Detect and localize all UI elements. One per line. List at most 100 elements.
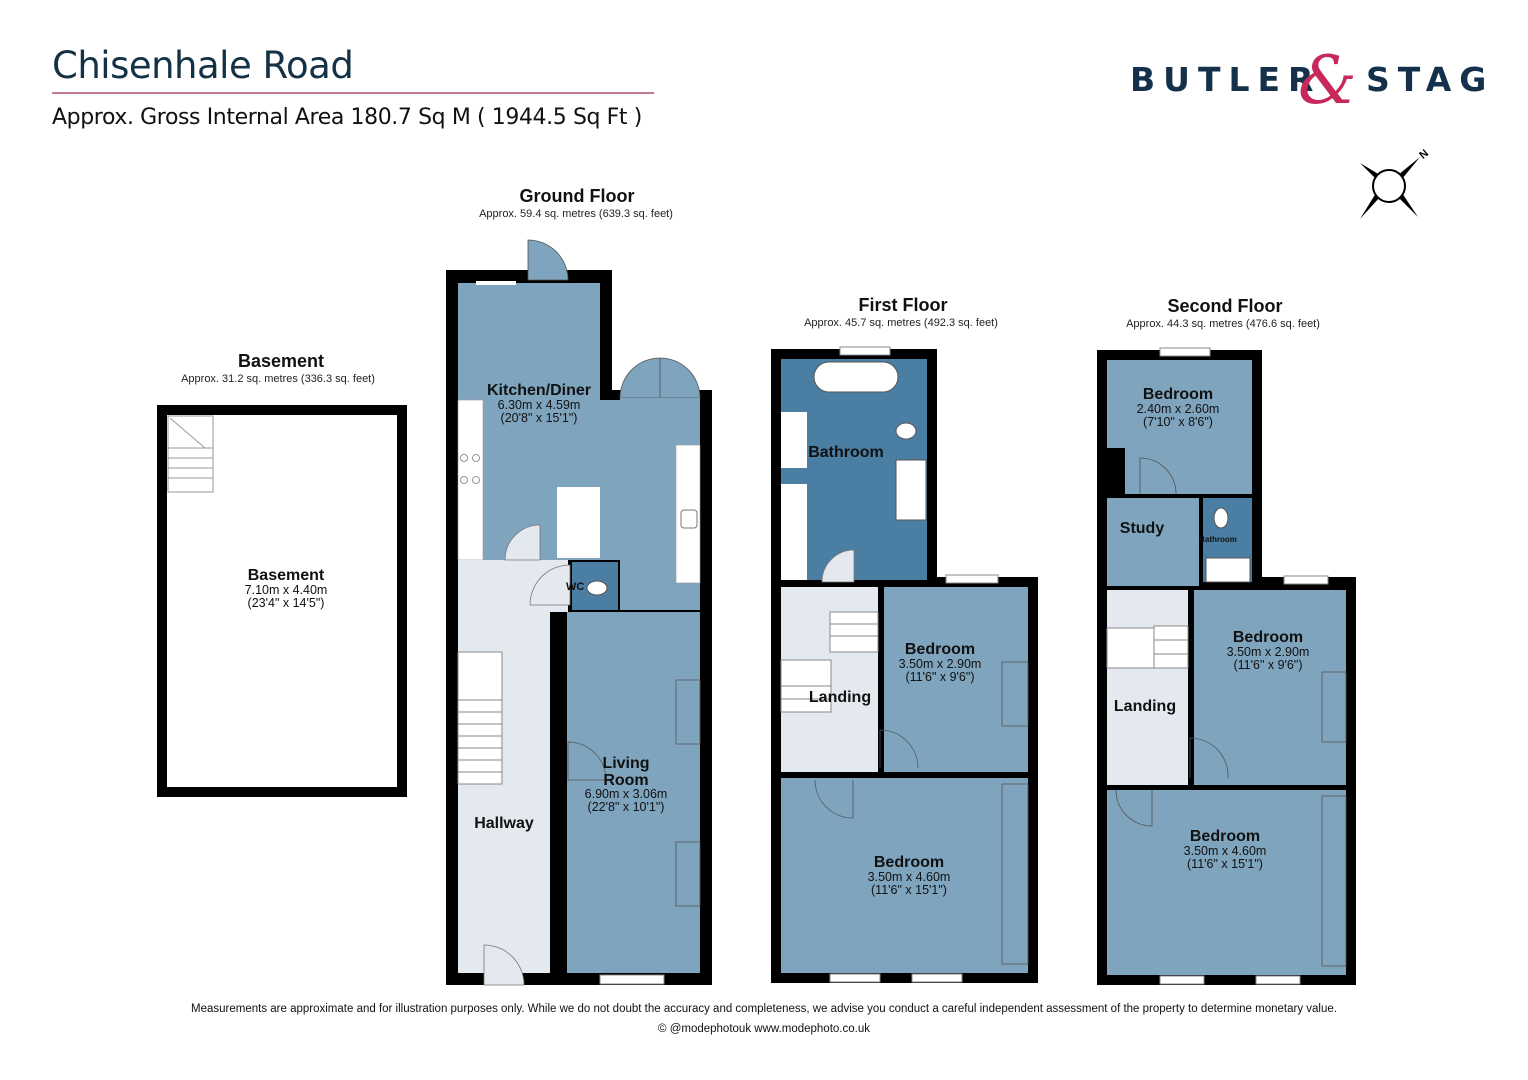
second-bedroom-small-metric: 2.40m x 2.60m xyxy=(1137,402,1220,416)
shower-icon xyxy=(1205,557,1251,583)
disclaimer: Measurements are approximate and for ill… xyxy=(191,1003,1337,1015)
second-bedroom-rear-metric: 3.50m x 4.60m xyxy=(1184,844,1267,858)
toilet-icon xyxy=(895,422,917,440)
door-icon xyxy=(1189,737,1229,779)
stairs-icon xyxy=(780,611,879,713)
room-second-bedroom-front xyxy=(1194,590,1346,785)
window-icon xyxy=(911,973,963,983)
living-name: Living xyxy=(602,755,649,772)
first-bedroom-front-name: Bedroom xyxy=(905,641,975,658)
door-icon xyxy=(504,524,541,561)
second-bathroom-name: Bathroom xyxy=(1199,535,1237,544)
photo-credit: © @modephotouk www.modephoto.co.uk xyxy=(658,1023,870,1035)
north-compass-icon: N xyxy=(1360,147,1431,219)
back-door-icon xyxy=(527,239,569,281)
first-floor-area: Approx. 45.7 sq. metres (492.3 sq. feet) xyxy=(804,317,998,329)
wc-name: WC xyxy=(566,581,584,593)
window-icon xyxy=(1159,347,1211,357)
first-bedroom-rear-imperial: (11'6" x 15'1") xyxy=(871,883,947,897)
second-bedroom-small-imperial: (7'10" x 8'6") xyxy=(1143,415,1213,429)
vanity-unit xyxy=(781,412,807,468)
window-icon xyxy=(1255,975,1301,985)
french-doors-icon xyxy=(619,357,701,399)
second-bedroom-rear-name: Bedroom xyxy=(1190,828,1260,845)
wardrobe xyxy=(1001,661,1029,727)
room-second-bedroom-rear xyxy=(1107,790,1346,975)
second-bedroom-front-imperial: (11'6" x 9'6") xyxy=(1233,658,1302,672)
toilet-icon xyxy=(586,580,608,596)
first-floor-title: First Floor xyxy=(858,295,948,315)
first-bedroom-rear-metric: 3.50m x 4.60m xyxy=(868,870,951,884)
front-door-icon xyxy=(483,944,525,986)
bathtub-icon xyxy=(813,361,899,393)
ground-floor-title: Ground Floor xyxy=(519,186,635,206)
kitchen-island xyxy=(557,487,600,558)
logo-butler: BUTLER xyxy=(1130,60,1322,99)
room-study xyxy=(1107,498,1199,586)
first-bedroom-front-metric: 3.50m x 2.90m xyxy=(899,657,982,671)
logo-ampersand: & xyxy=(1298,42,1357,119)
door-icon xyxy=(1139,457,1177,495)
second-floor-title: Second Floor xyxy=(1167,296,1283,316)
window-icon xyxy=(839,346,891,356)
living-metric: 6.90m x 3.06m xyxy=(585,787,668,801)
property-title: Chisenhale Road xyxy=(52,44,354,87)
hob-icon xyxy=(460,454,480,484)
floor-plan: Basement 7.10m x 4.40m (23'4" x 14'5") xyxy=(157,239,1356,986)
second-bedroom-rear-imperial: (11'6" x 15'1") xyxy=(1187,857,1263,871)
second-bedroom-small-name: Bedroom xyxy=(1143,386,1213,403)
first-landing-name: Landing xyxy=(809,689,871,706)
second-floor-plan: Bedroom 2.40m x 2.60m (7'10" x 8'6") Stu… xyxy=(1097,347,1356,985)
door-icon xyxy=(814,779,854,819)
room-second-landing xyxy=(1107,590,1188,785)
room-first-bedroom-front xyxy=(884,587,1028,772)
second-floor-area: Approx. 44.3 sq. metres (476.6 sq. feet) xyxy=(1126,318,1320,330)
window-icon xyxy=(1159,975,1205,985)
window-icon xyxy=(829,973,881,983)
logo-stag: STAG xyxy=(1366,60,1495,99)
second-bedroom-front-name: Bedroom xyxy=(1233,629,1303,646)
study-name: Study xyxy=(1120,520,1165,537)
wardrobe xyxy=(1321,671,1347,743)
basement-room-name: Basement xyxy=(248,567,325,584)
kitchen-imperial: (20'8" x 15'1") xyxy=(501,411,578,425)
basement-room-imperial: (23'4" x 14'5") xyxy=(248,596,325,610)
stairs-icon xyxy=(457,651,503,785)
first-floor-plan: Bathroom Landing Bedroom 3.50m x 2.90m (… xyxy=(771,346,1038,983)
kitchen-sink-counter xyxy=(675,444,701,584)
sink-icon xyxy=(680,509,698,529)
door-icon xyxy=(821,549,855,583)
window-icon xyxy=(599,974,665,985)
window-icon xyxy=(945,574,999,584)
door-icon xyxy=(879,729,919,769)
second-bedroom-front-metric: 3.50m x 2.90m xyxy=(1227,645,1310,659)
second-landing-name: Landing xyxy=(1114,698,1176,715)
basement-title: Basement xyxy=(237,351,325,371)
room-second-bedroom-small xyxy=(1107,360,1252,494)
room-basement xyxy=(167,415,397,787)
room-first-bedroom-rear xyxy=(781,778,1028,973)
basement-area: Approx. 31.2 sq. metres (336.3 sq. feet) xyxy=(181,373,375,385)
kitchen-name: Kitchen/Diner xyxy=(487,382,591,399)
gross-area: Approx. Gross Internal Area 180.7 Sq M (… xyxy=(52,105,642,130)
door-icon xyxy=(567,741,607,781)
title-divider xyxy=(52,92,654,94)
kitchen-metric: 6.30m x 4.59m xyxy=(498,398,581,412)
alcove-cupboard xyxy=(675,841,701,907)
door-icon xyxy=(529,564,571,606)
toilet-icon xyxy=(1213,507,1229,529)
stairs-icon xyxy=(1106,625,1189,669)
living-imperial: (22'8" x 10'1") xyxy=(588,800,665,814)
basement-plan: Basement 7.10m x 4.40m (23'4" x 14'5") xyxy=(157,405,407,797)
alcove-cupboard xyxy=(675,679,701,745)
cupboard xyxy=(781,484,807,580)
stairs-icon xyxy=(167,415,214,493)
living-name-2: Room xyxy=(603,772,648,789)
ground-floor-area: Approx. 59.4 sq. metres (639.3 sq. feet) xyxy=(479,208,673,220)
basement-room-metric: 7.10m x 4.40m xyxy=(245,583,328,597)
window-icon xyxy=(1283,575,1329,585)
ground-floor-plan: Kitchen/Diner 6.30m x 4.59m (20'8" x 15'… xyxy=(446,239,712,986)
door-icon xyxy=(1115,789,1153,827)
wardrobe xyxy=(1321,795,1347,967)
kitchen-counter xyxy=(457,399,484,561)
